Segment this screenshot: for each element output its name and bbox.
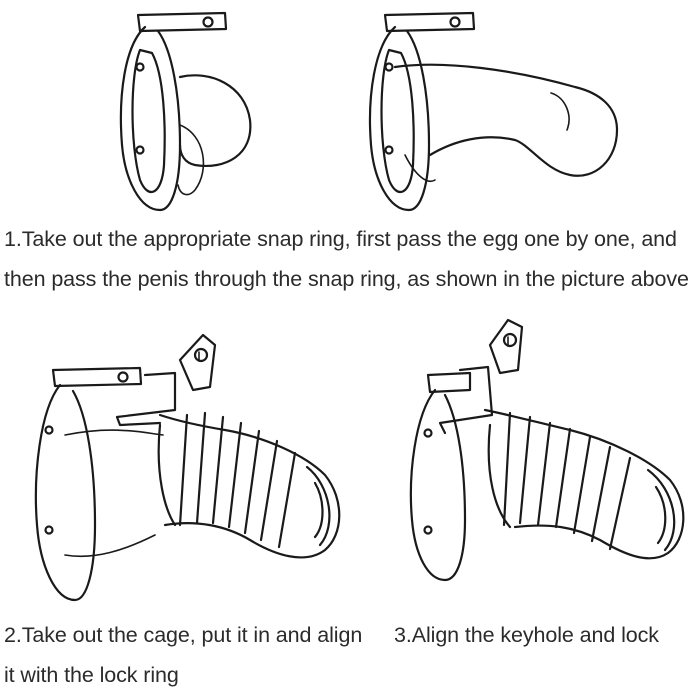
snap-ring-testicles-icon xyxy=(119,11,252,212)
step-1-caption: 1.Take out the appropriate snap ring, fi… xyxy=(4,227,689,291)
cage-locked-icon xyxy=(409,318,685,582)
snap-ring-penis-illustration xyxy=(355,5,635,215)
cage-align-icon xyxy=(34,333,341,602)
snap-ring-penis-icon xyxy=(368,11,619,212)
cage-locked-illustration xyxy=(400,315,695,595)
cage-align-illustration xyxy=(25,325,365,615)
step-3-caption: 3.Align the keyhole and lock xyxy=(394,623,659,647)
step-2-caption: 2.Take out the cage, put it in and align… xyxy=(4,623,363,687)
snap-ring-testicles-illustration xyxy=(100,5,270,215)
